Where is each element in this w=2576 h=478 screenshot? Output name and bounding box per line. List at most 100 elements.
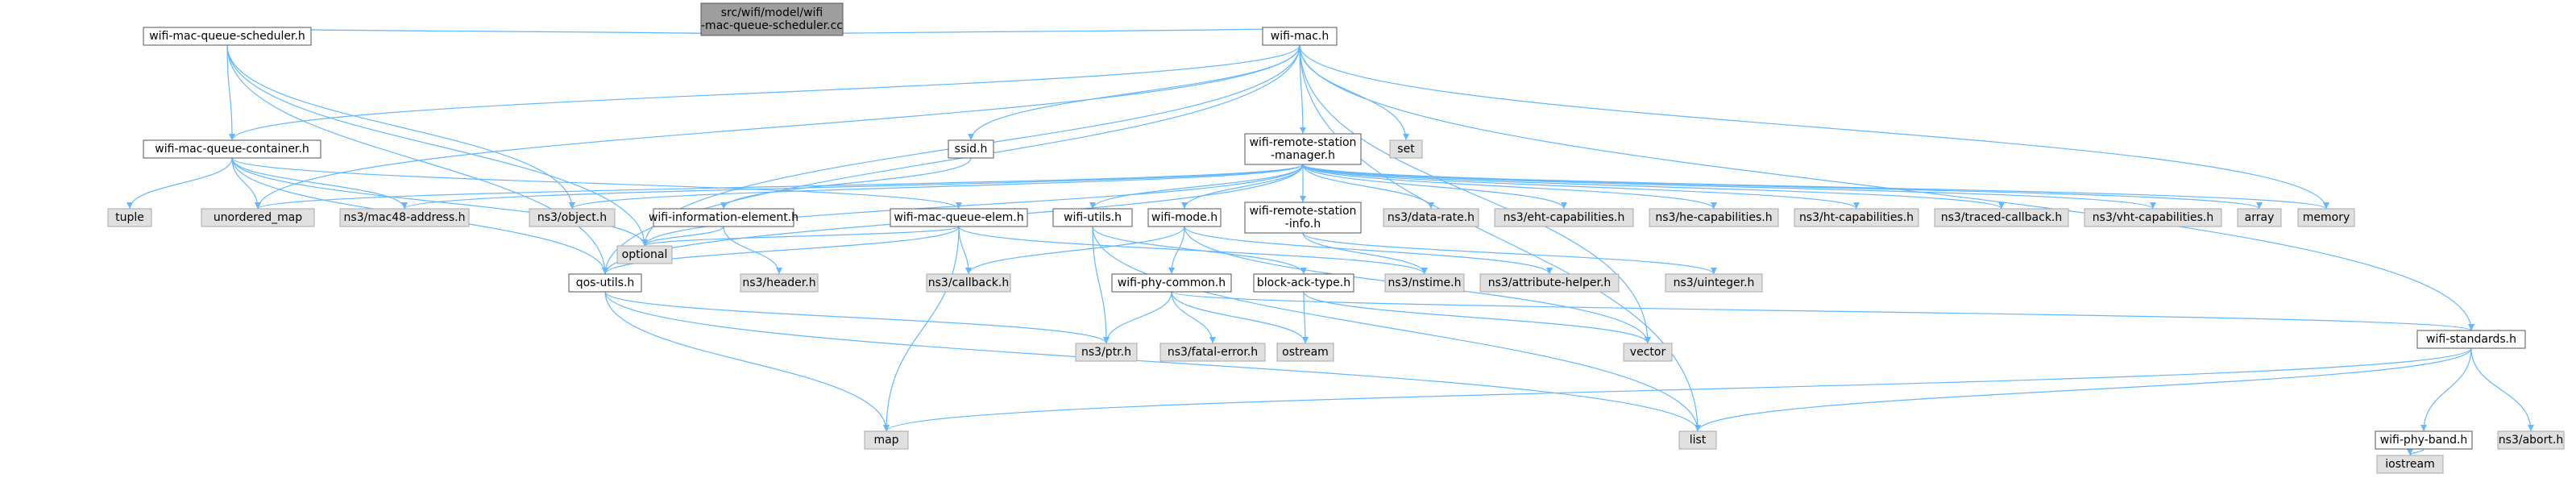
arrowhead-wstd-to-map [883, 425, 890, 431]
node-root[interactable]: src/wifi/model/wifi-mac-queue-scheduler.… [700, 2, 844, 36]
node-list-label: list [1690, 434, 1707, 447]
node-ssid[interactable]: ssid.h [948, 139, 994, 159]
node-wmqc[interactable]: wifi-mac-queue-container.h [143, 139, 321, 159]
arrowhead-wmac-to-set [1403, 134, 1409, 140]
node-wmqe[interactable]: wifi-mac-queue-elem.h [890, 208, 1028, 227]
arrowhead-wmac-to-ssid [968, 134, 974, 140]
node-wmqs[interactable]: wifi-mac-queue-scheduler.h [143, 27, 312, 46]
node-wmac[interactable]: wifi-mac.h [1262, 27, 1338, 46]
node-wpc[interactable]: wifi-phy-common.h [1111, 273, 1232, 293]
node-he-label: ns3/he-capabilities.h [1655, 211, 1772, 224]
node-abort-label: ns3/abort.h [2499, 434, 2563, 447]
node-bat[interactable]: block-ack-type.h [1253, 273, 1354, 293]
arrowhead-wpc-to-fatal [1209, 337, 1216, 343]
edge-bat-to-vector [1303, 291, 1649, 344]
node-header-box [740, 273, 819, 293]
edge-wmqs-to-object [226, 44, 573, 210]
node-wpb[interactable]: wifi-phy-band.h [2375, 430, 2473, 450]
node-wmqs-box [143, 27, 312, 46]
nodes-layer: src/wifi/model/wifi-mac-queue-scheduler.… [107, 2, 2565, 474]
node-datarate-box [1383, 208, 1479, 227]
edge-wstd-to-wpb [2423, 347, 2472, 432]
node-mac48-box [339, 208, 470, 227]
node-wrsm[interactable]: wifi-remote-station-manager.h [1244, 133, 1362, 165]
node-umap-label: unordered_map [214, 211, 302, 224]
node-bat-label: block-ack-type.h [1257, 276, 1350, 289]
node-memory-box [2297, 208, 2355, 227]
node-traced: ns3/traced-callback.h [1934, 208, 2069, 227]
node-callback-label: ns3/callback.h [928, 276, 1009, 289]
node-he-box [1649, 208, 1779, 227]
edge-wrsm-to-umap [257, 164, 1304, 210]
node-uinteger-box [1665, 273, 1763, 293]
node-root-label: -mac-queue-scheduler.cc [701, 19, 843, 32]
node-attr-box [1479, 273, 1620, 293]
node-wutils[interactable]: wifi-utils.h [1052, 208, 1133, 227]
edge-wmqs-to-qos [226, 44, 606, 275]
node-array-box [2237, 208, 2282, 227]
edge-wie-to-header [723, 226, 780, 275]
edge-wutils-to-list [1092, 226, 1699, 432]
node-qos[interactable]: qos-utils.h [568, 273, 642, 293]
arrowhead-wmqc-to-wmqe [956, 202, 962, 209]
node-iostream-label: iostream [2385, 458, 2435, 471]
node-wstd-box [2416, 330, 2526, 349]
node-wmode[interactable]: wifi-mode.h [1147, 208, 1222, 227]
node-ostream-label: ostream [1282, 346, 1329, 359]
edge-wrsi-to-uinteger [1302, 232, 1715, 275]
arrowhead-wrsm-to-mac48 [401, 202, 408, 209]
node-mac48: ns3/mac48-address.h [339, 208, 470, 227]
edge-wmac-to-qos [604, 44, 1300, 275]
edge-wmode-to-callback [968, 226, 1185, 275]
arrowhead-wmode-to-wpc [1168, 268, 1175, 274]
node-wpb-label: wifi-phy-band.h [2380, 434, 2468, 447]
node-array-label: array [2245, 211, 2275, 224]
node-wmqe-label: wifi-mac-queue-elem.h [894, 211, 1023, 224]
node-wmqc-box [143, 139, 321, 159]
node-fatal-label: ns3/fatal-error.h [1168, 346, 1258, 359]
arrowhead-wrsm-to-datarate [1428, 202, 1434, 209]
edge-wpc-to-ostream [1171, 291, 1306, 344]
edge-wutils-to-ptr [1092, 226, 1107, 344]
node-wutils-label: wifi-utils.h [1064, 211, 1122, 224]
node-object-box [529, 208, 616, 227]
edge-wstd-to-map [886, 347, 2472, 432]
edge-root-to-wmac [771, 27, 1300, 36]
node-eht: ns3/eht-capabilities.h [1494, 208, 1634, 227]
arrowhead-bat-to-vector [1645, 337, 1651, 343]
node-attr: ns3/attribute-helper.h [1479, 273, 1620, 293]
edge-wpc-to-ptr [1105, 291, 1172, 344]
node-vht: ns3/vht-capabilities.h [2084, 208, 2222, 227]
node-wmqs-label: wifi-mac-queue-scheduler.h [149, 30, 305, 43]
edge-wmqe-to-qos [604, 226, 960, 275]
node-nstime-label: ns3/nstime.h [1388, 276, 1462, 289]
edge-wmqs-to-wmqc [226, 44, 233, 141]
edge-wrsm-to-vht [1302, 164, 2154, 210]
arrowhead-wmqc-to-tuple [127, 202, 133, 209]
node-set: set [1389, 139, 1423, 159]
arrowhead-wrsi-to-uinteger [1711, 268, 1717, 274]
node-datarate: ns3/data-rate.h [1383, 208, 1479, 227]
arrowhead-wrsm-to-umap [255, 202, 261, 209]
node-ptr-box [1075, 343, 1138, 362]
arrowhead-bat-to-ostream [1302, 337, 1309, 343]
node-ht-box [1794, 208, 1919, 227]
node-wie[interactable]: wifi-information-element.h [649, 208, 799, 227]
node-callback-box [926, 273, 1011, 293]
node-vector-label: vector [1630, 346, 1666, 359]
arrowhead-wrsm-to-wutils [1089, 202, 1096, 209]
edge-wmac-to-umap [257, 44, 1300, 210]
edge-wrsm-to-object [571, 164, 1304, 210]
edge-wrsm-to-he [1302, 164, 1715, 210]
node-map-label: map [873, 434, 898, 447]
node-wstd[interactable]: wifi-standards.h [2416, 330, 2526, 349]
node-uinteger-label: ns3/uinteger.h [1674, 276, 1755, 289]
node-fatal-box [1159, 343, 1266, 362]
arrowhead-ssid-to-wie [720, 202, 727, 209]
node-optional-box [616, 245, 673, 264]
node-memory-label: memory [2303, 211, 2350, 224]
node-fatal: ns3/fatal-error.h [1159, 343, 1266, 362]
node-wrsi[interactable]: wifi-remote-station-info.h [1244, 202, 1362, 234]
edge-qos-to-ptr [604, 291, 1107, 344]
